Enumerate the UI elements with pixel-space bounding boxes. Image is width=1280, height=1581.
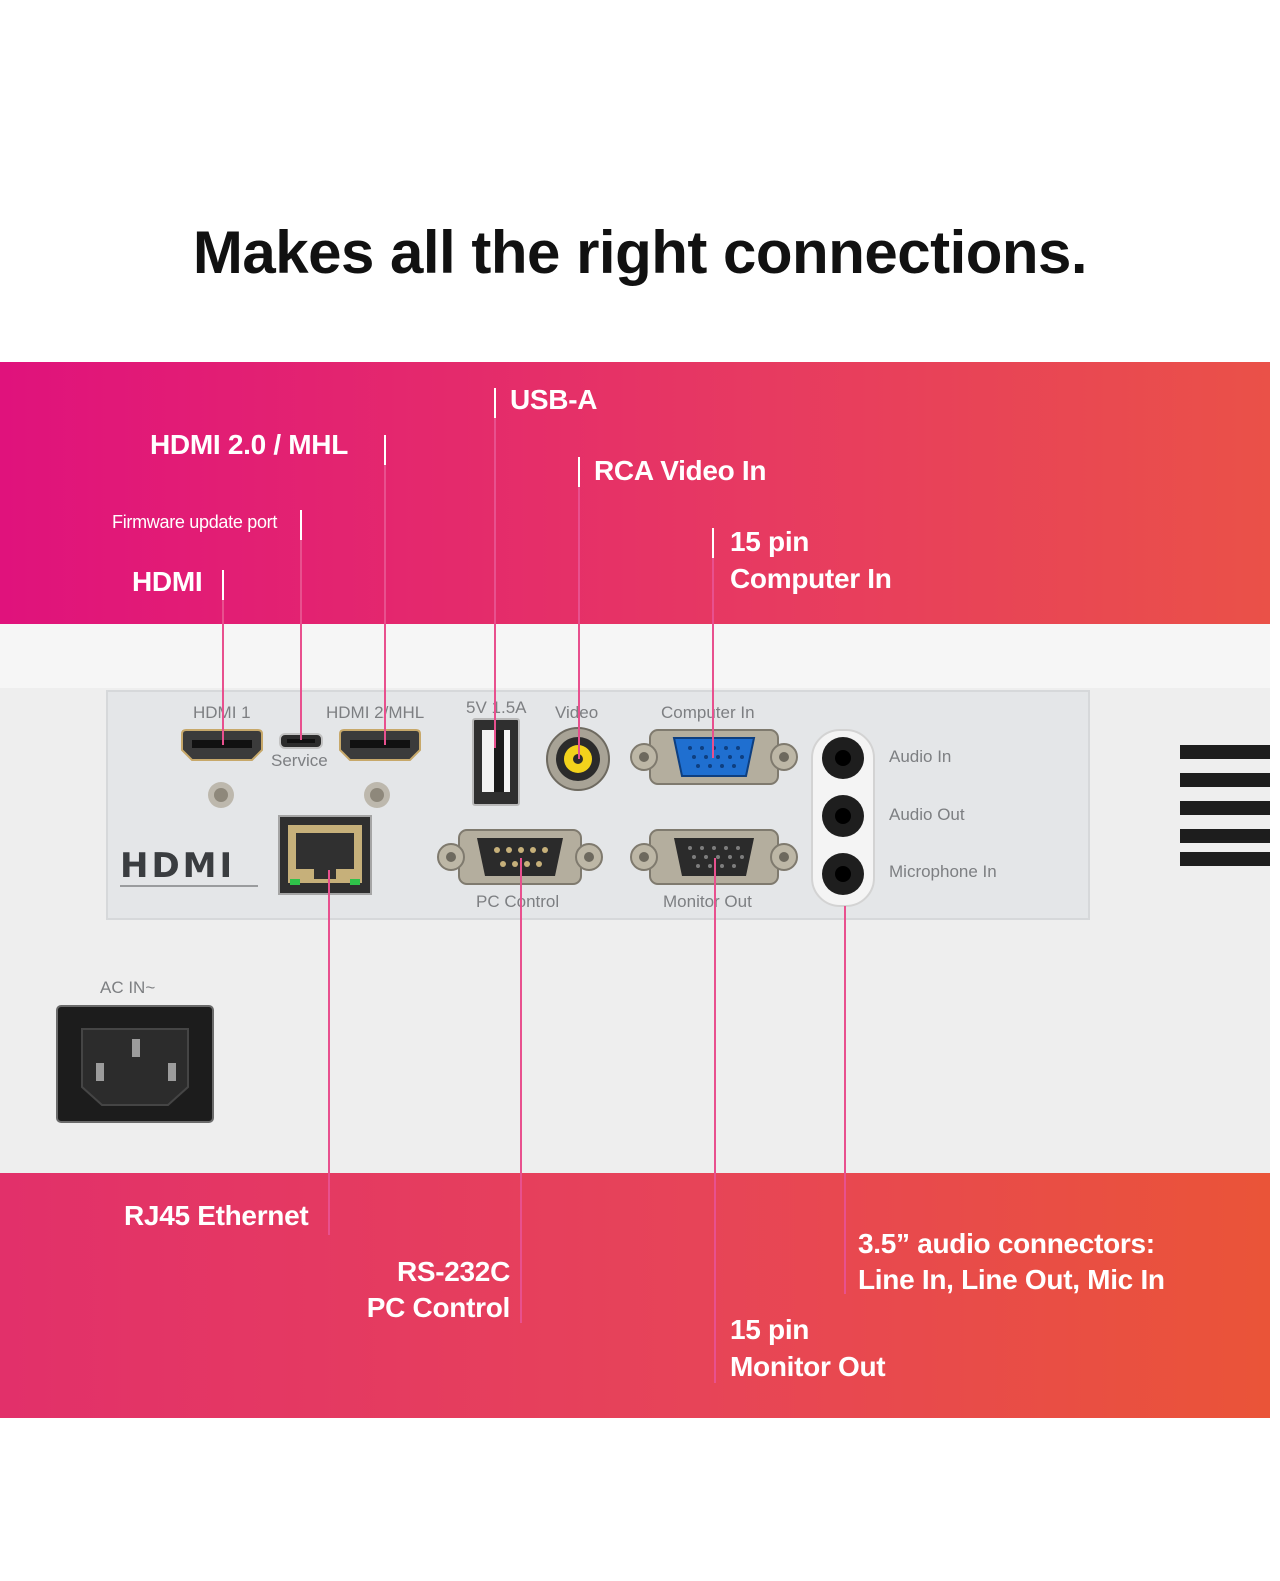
leader-hdmi-mhl-top xyxy=(384,435,386,465)
leader-rca-video xyxy=(578,487,580,759)
leader-monitor-out xyxy=(714,858,716,1383)
hdmi-logo: HDMI xyxy=(120,846,236,886)
silk-computer-in: Computer In xyxy=(661,703,755,722)
silk-microphone-in: Microphone In xyxy=(889,862,997,881)
hdmi2-port-icon xyxy=(339,729,421,761)
top-gradient-band xyxy=(0,362,1270,624)
callout-hdmi-mhl: HDMI 2.0 / MHL xyxy=(150,429,349,460)
callout-computer-in-1: 15 pin xyxy=(730,526,810,557)
callout-audio-1: 3.5” audio connectors: xyxy=(858,1228,1155,1259)
silk-hdmi1: HDMI 1 xyxy=(193,703,251,722)
callout-usb-a: USB-A xyxy=(510,384,598,415)
screw-icon xyxy=(364,782,390,808)
panel-top-edge xyxy=(0,624,1270,688)
audio-jack-column-icon xyxy=(811,729,875,907)
callout-monitor-out-2: Monitor Out xyxy=(730,1351,886,1382)
vga-monitor-out-port-icon xyxy=(630,829,798,885)
leader-rs232c xyxy=(520,858,522,1323)
rj45-port-icon xyxy=(278,815,372,895)
silk-audio-in: Audio In xyxy=(889,747,952,766)
leader-computer-in-top xyxy=(712,528,714,558)
leader-usb-a xyxy=(494,418,496,748)
headline: Makes all the right connections. xyxy=(192,219,1088,286)
screw-icon xyxy=(208,782,234,808)
callout-computer-in-2: Computer In xyxy=(730,563,892,594)
rca-video-port-icon xyxy=(546,727,610,791)
leader-rj45 xyxy=(328,870,330,1235)
hdmi-logo-underline xyxy=(120,885,258,887)
leader-audio xyxy=(844,906,846,1294)
leader-firmware xyxy=(300,540,302,740)
leader-hdmi-mhl xyxy=(384,465,386,745)
ac-in-socket-icon xyxy=(56,1005,214,1123)
leader-computer-in xyxy=(712,558,714,758)
callout-rj45: RJ45 Ethernet xyxy=(124,1200,309,1231)
bottom-gradient-band xyxy=(0,1173,1270,1418)
vga-computer-in-port-icon xyxy=(630,729,798,785)
silk-monitor-out: Monitor Out xyxy=(663,892,752,911)
leader-hdmi xyxy=(222,600,224,745)
callout-rs232c-2: PC Control xyxy=(366,1292,511,1323)
silk-ac-in: AC IN~ xyxy=(100,978,156,997)
callout-rs232c-1: RS-232C xyxy=(396,1256,510,1287)
silk-pc-control: PC Control xyxy=(476,892,560,911)
usb-a-port-icon xyxy=(472,718,520,806)
callout-hdmi: HDMI xyxy=(132,566,203,597)
callout-audio-2: Line In, Line Out, Mic In xyxy=(858,1264,1165,1295)
vent-slot xyxy=(1180,801,1270,815)
leader-hdmi-top xyxy=(222,570,224,600)
silk-service: Service xyxy=(271,751,328,770)
vent-slot xyxy=(1180,829,1270,843)
vent-slot xyxy=(1180,852,1270,866)
callout-rca-video: RCA Video In xyxy=(594,455,767,486)
leader-rca-top xyxy=(578,457,580,487)
vent-slot xyxy=(1180,773,1270,787)
silk-audio-out: Audio Out xyxy=(889,805,965,824)
callout-firmware: Firmware update port xyxy=(112,512,278,532)
vent-slot xyxy=(1180,745,1270,759)
silk-hdmi2-mhl: HDMI 2/MHL xyxy=(326,703,425,722)
callout-monitor-out-1: 15 pin xyxy=(730,1314,810,1345)
leader-usb-a-top xyxy=(494,388,496,418)
silk-usb-power: 5V 1.5A xyxy=(466,698,527,717)
leader-firmware-top xyxy=(300,510,302,540)
port-plate xyxy=(106,690,1090,920)
silk-video: Video xyxy=(555,703,599,722)
rs232c-port-icon xyxy=(437,829,603,885)
